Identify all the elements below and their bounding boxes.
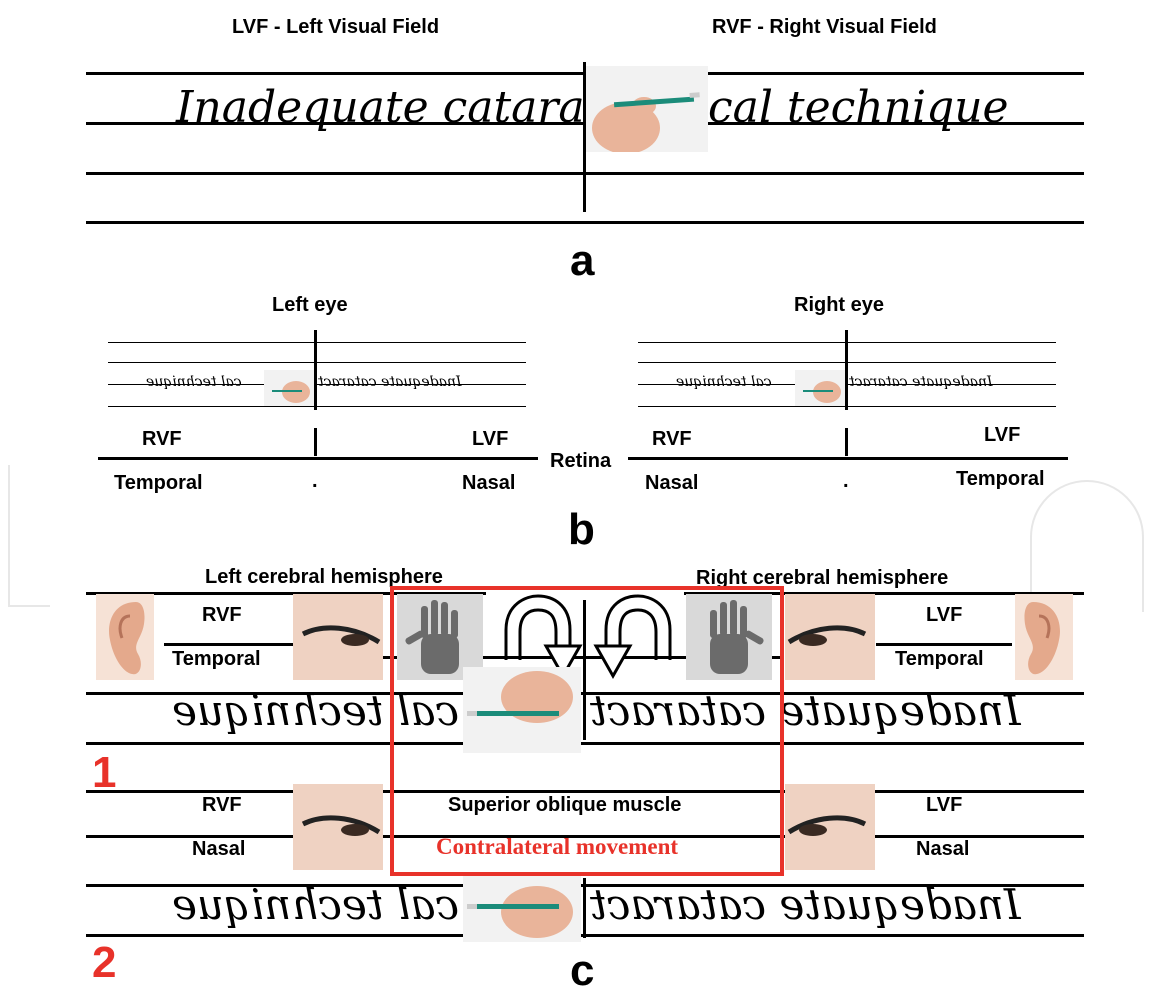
- c-row1-lvf: LVF: [926, 604, 962, 627]
- c-row2-nasal-left: Nasal: [192, 838, 245, 861]
- b-left-temporal: Temporal: [114, 472, 203, 495]
- right-eye-image-1: [785, 594, 875, 680]
- b-left-line-4: [108, 406, 526, 407]
- left-eye-title: Left eye: [272, 294, 348, 317]
- c-row2-mirror-left: cal technique: [172, 880, 459, 929]
- b-right-mini-right: Inadequate cataract: [849, 374, 993, 390]
- c-row-number-2: 2: [92, 938, 116, 988]
- b-right-temporal: Temporal: [956, 468, 1045, 491]
- c-row2-mirror-right: Inadequate cataract: [590, 880, 1020, 929]
- a-sentence-left: Inadequate cataract: [176, 82, 627, 133]
- lvf-title: LVF - Left Visual Field: [232, 16, 439, 39]
- b-right-midline: [845, 330, 848, 410]
- c-row2-lvf: LVF: [926, 794, 962, 817]
- b-left-mini-left: cal technique: [146, 374, 242, 390]
- c-row-number-1: 1: [92, 748, 116, 798]
- c-row2-rvf: RVF: [202, 794, 242, 817]
- contralateral-frame: [390, 586, 784, 876]
- right-ear-image: [1015, 594, 1073, 680]
- right-eye-title: Right eye: [794, 294, 884, 317]
- c-row1-rvf: RVF: [202, 604, 242, 627]
- right-eye-image-2: [785, 784, 875, 870]
- b-right-hand-image: [795, 370, 845, 406]
- b-right-lvf: LVF: [984, 424, 1020, 447]
- a-sentence-right: cal technique: [708, 82, 1009, 133]
- b-left-line-2: [108, 362, 526, 363]
- rvf-title: RVF - Right Visual Field: [712, 16, 937, 39]
- b-left-dot: .: [312, 470, 318, 493]
- c-row2-nasal-right: Nasal: [916, 838, 969, 861]
- panel-a-label: a: [570, 236, 594, 286]
- b-left-rvf: RVF: [142, 428, 182, 451]
- b-right-retina-tick: [845, 428, 848, 456]
- c-movement-label: Contralateral movement: [436, 834, 678, 860]
- left-eye-image-1: [293, 594, 383, 680]
- b-left-line-1: [108, 342, 526, 343]
- left-ear-image: [96, 594, 154, 680]
- panel-b-label: b: [568, 505, 595, 555]
- c-midline-bottom: [583, 878, 586, 938]
- b-left-nasal: Nasal: [462, 472, 515, 495]
- panel-c-label: c: [570, 946, 594, 996]
- b-left-hand-image: [264, 370, 314, 406]
- b-retina: Retina: [550, 450, 611, 473]
- b-left-retina-tick: [314, 428, 317, 456]
- c-line-mid-left: [164, 643, 294, 646]
- b-left-midline: [314, 330, 317, 410]
- c-row1-temporal-right: Temporal: [895, 648, 984, 671]
- b-right-rvf: RVF: [652, 428, 692, 451]
- left-eye-image-2: [293, 784, 383, 870]
- a-line-4: [86, 221, 1084, 224]
- b-left-mini-right: Inadequate cataract: [318, 374, 462, 390]
- b-right-mini-left: cal technique: [676, 374, 772, 390]
- c-line-mid-right: [876, 643, 1012, 646]
- hand-pencil-image: [586, 66, 708, 152]
- watermark-left: [8, 465, 50, 607]
- b-left-retina-line: [98, 457, 538, 460]
- b-right-dot: .: [843, 470, 849, 493]
- c-hand-pencil-image-2: [463, 872, 581, 942]
- b-right-nasal: Nasal: [645, 472, 698, 495]
- b-right-retina-line: [628, 457, 1068, 460]
- c-row1-temporal-left: Temporal: [172, 648, 261, 671]
- b-left-lvf: LVF: [472, 428, 508, 451]
